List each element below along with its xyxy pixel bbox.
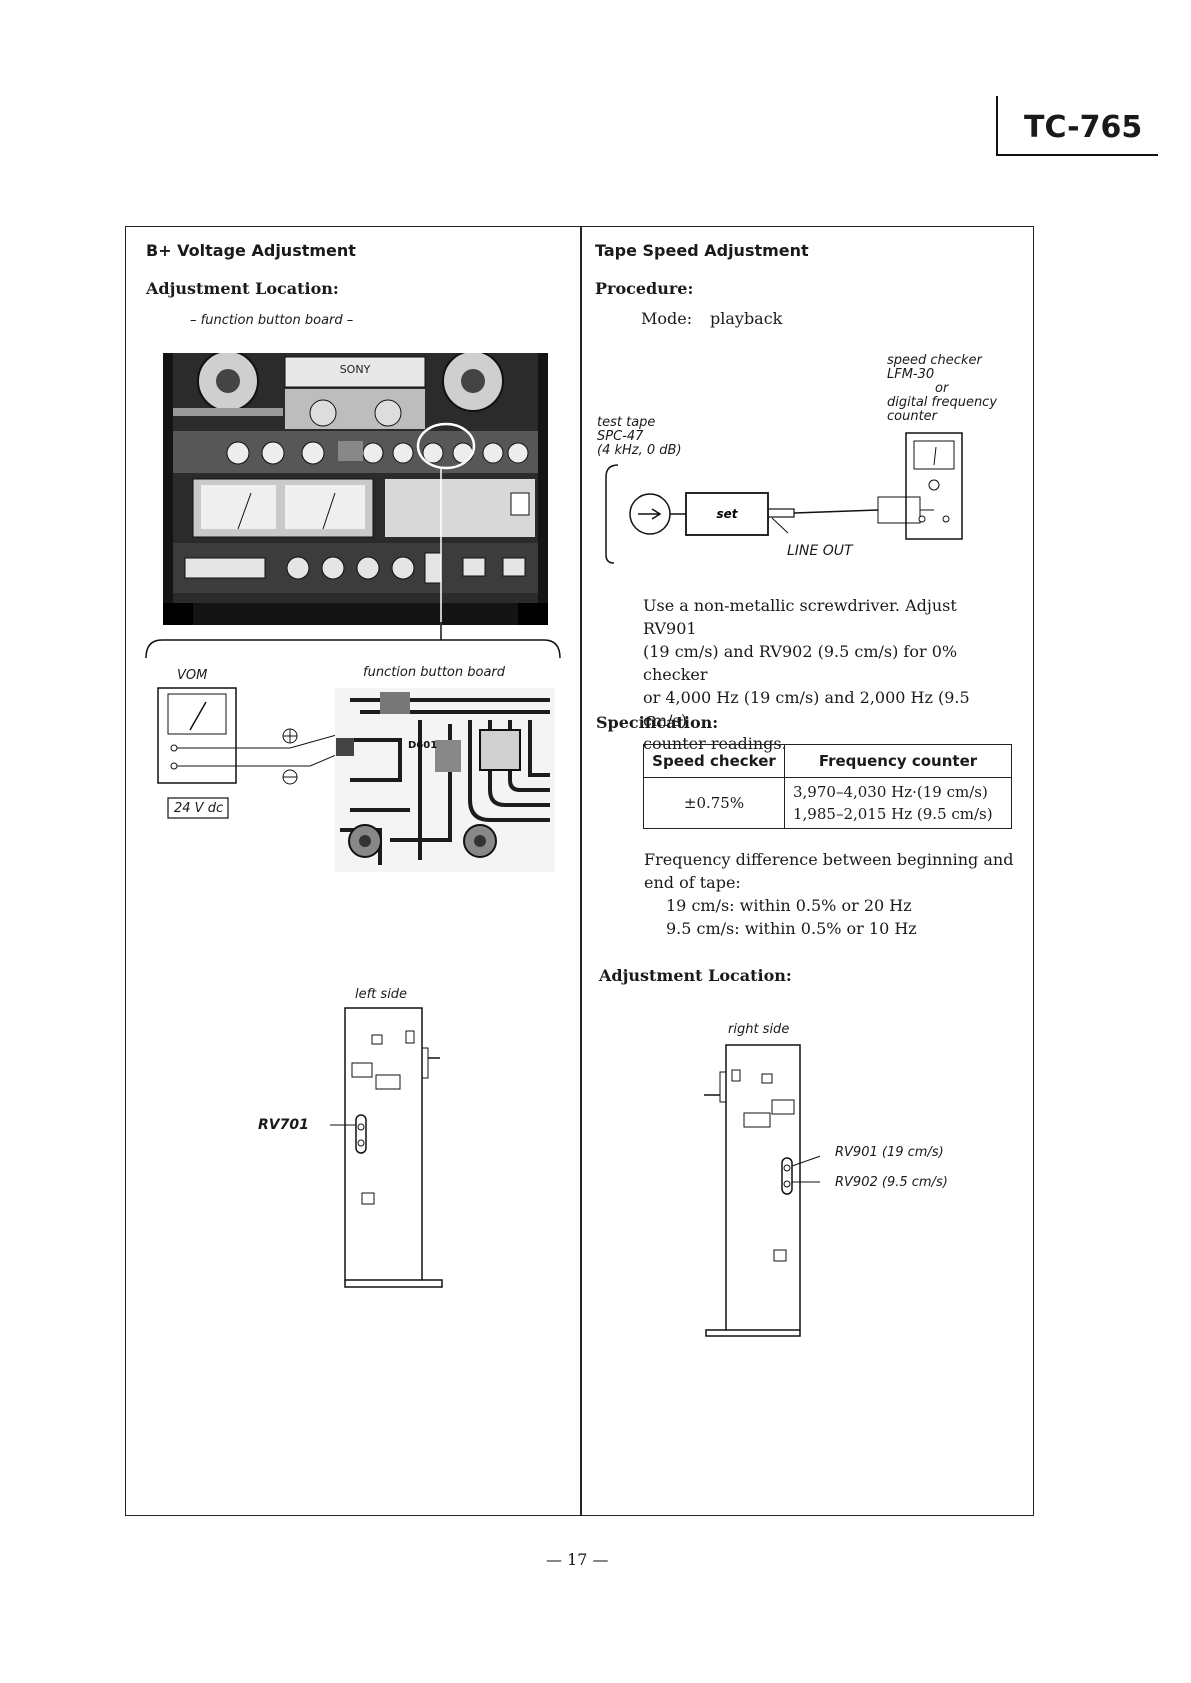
- counter-value-1: 3,970–4,030 Hz·(19 cm/s): [793, 783, 988, 801]
- tape-line-1: test tape: [597, 415, 656, 430]
- left-side-chassis: [330, 1007, 443, 1288]
- tolerance-95: 9.5 cm/s: within 0.5% or 10 Hz: [666, 919, 917, 938]
- rv901-label: RV901 (19 cm/s): [835, 1145, 944, 1160]
- counter-values: 3,970–4,030 Hz·(19 cm/s) 1,985–2,015 Hz …: [784, 777, 1012, 829]
- checker-line-2: LFM-30: [887, 367, 935, 382]
- col-frequency-counter: Frequency counter: [784, 744, 1012, 778]
- checker-line-5: counter: [887, 409, 938, 424]
- checker-value: ±0.75%: [643, 777, 785, 829]
- deck-photo: SONY: [163, 353, 548, 625]
- left-section-title: B+ Voltage Adjustment: [146, 241, 356, 260]
- page-number: — 17 —: [546, 1550, 609, 1569]
- header-model-box: [996, 96, 1158, 156]
- instruction-line-2: (19 cm/s) and RV902 (9.5 cm/s) for 0% ch…: [643, 642, 958, 684]
- checker-caption: speed checker LFM-30 or digital frequenc…: [887, 354, 997, 424]
- spec-table-header: Speed checker Frequency counter: [643, 744, 1012, 778]
- content-frame: [125, 226, 1034, 1516]
- model-number: TC-765: [1024, 110, 1143, 145]
- right-side-label: right side: [728, 1022, 790, 1037]
- vom-board-diagram: D601: [157, 687, 555, 872]
- right-side-chassis: [704, 1044, 820, 1337]
- left-side-label: left side: [355, 987, 408, 1002]
- right-location-heading: Adjustment Location:: [599, 966, 792, 985]
- freq-diff-line-2: end of tape:: [644, 873, 741, 892]
- set-label: set: [716, 507, 738, 521]
- line-out-label: LINE OUT: [787, 543, 853, 559]
- checker-line-1: speed checker: [887, 353, 982, 368]
- left-location-sub: – function button board –: [190, 313, 354, 328]
- checker-line-4: digital frequency: [887, 395, 998, 410]
- d601-label: D601: [408, 740, 437, 751]
- instruction-line-1: Use a non-metallic screwdriver. Adjust R…: [643, 596, 957, 638]
- left-location-heading: Adjustment Location:: [146, 279, 339, 298]
- connection-diagram: set: [605, 432, 963, 564]
- vom-label: VOM: [177, 668, 208, 683]
- mode-value: playback: [710, 309, 783, 328]
- rv902-label: RV902 (9.5 cm/s): [835, 1175, 948, 1190]
- instruction-line-3: or 4,000 Hz (19 cm/s) and 2,000 Hz (9.5 …: [643, 688, 970, 730]
- column-divider: [580, 226, 582, 1515]
- right-section-title: Tape Speed Adjustment: [595, 241, 809, 260]
- counter-value-2: 1,985–2,015 Hz (9.5 cm/s): [793, 805, 993, 823]
- mode-label: Mode:: [641, 309, 693, 328]
- checker-line-3: or: [935, 381, 949, 396]
- voltage-label: 24 V dc: [174, 801, 224, 816]
- tape-line-3: (4 kHz, 0 dB): [597, 443, 682, 458]
- spec-heading: Specification:: [596, 713, 719, 732]
- procedure-heading: Procedure:: [595, 279, 694, 298]
- freq-diff-line-1: Frequency difference between beginning a…: [644, 850, 1014, 869]
- spec-table-row: ±0.75% 3,970–4,030 Hz·(19 cm/s) 1,985–2,…: [643, 777, 1012, 829]
- board-label: function button board: [363, 665, 506, 680]
- test-tape-caption: test tape SPC-47 (4 kHz, 0 dB): [597, 416, 682, 458]
- rv701-label: RV701: [258, 1117, 309, 1133]
- bracket-leader: [145, 622, 561, 659]
- photo-brand: SONY: [340, 363, 371, 376]
- spec-table: Speed checker Frequency counter ±0.75% 3…: [643, 744, 1012, 829]
- freq-diff-text: Frequency difference between beginning a…: [644, 848, 1014, 940]
- col-speed-checker: Speed checker: [643, 744, 785, 778]
- tape-line-2: SPC-47: [597, 429, 644, 444]
- tolerance-19: 19 cm/s: within 0.5% or 20 Hz: [666, 896, 912, 915]
